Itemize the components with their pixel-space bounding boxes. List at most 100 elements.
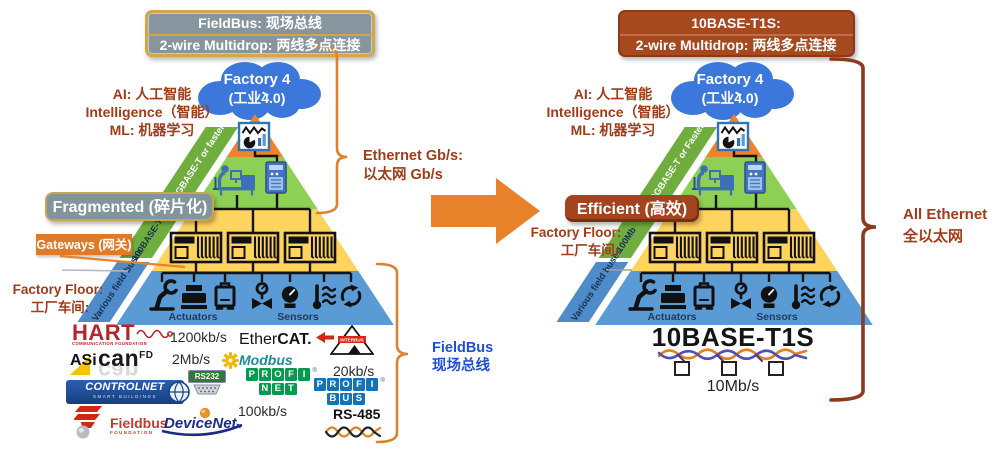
fragmented-box-label: Fragmented (碎片化): [53, 197, 208, 216]
t1s-node-2: [721, 361, 737, 376]
fieldbus-label-line1: FieldBus: [432, 340, 493, 356]
plc-rack-icon: [283, 231, 337, 264]
t1s-twisted-pair-wave: [657, 348, 808, 362]
devicenet-swoosh-icon: [161, 407, 243, 437]
layer-field: [595, 271, 873, 325]
plc-rack-icon: [705, 231, 759, 264]
letter-tile: O: [272, 368, 284, 381]
can-fd-logo: canFD can: [98, 347, 154, 385]
rs232-connector-icon: [193, 384, 221, 395]
letter-tile: N: [259, 382, 271, 395]
ethernet-brace: [315, 45, 348, 215]
letter-tile: P: [314, 378, 326, 391]
t1s-callout-line2: 2-wire Multidrop: 两线多点连接: [636, 37, 837, 53]
controlnet-globe-icon: [168, 381, 190, 403]
t1s-speed: 10Mb/s: [706, 378, 760, 395]
server-icon: [744, 161, 766, 194]
banner-green: [635, 127, 718, 202]
ethercat-arrow-icon: [316, 332, 335, 343]
ai-label-left-line2: Intelligence（智能）: [85, 104, 218, 120]
t1s-title: 10BASE-T1S: [651, 322, 815, 352]
gateways-box: [36, 234, 132, 255]
fieldbus-brace: [375, 262, 409, 444]
can-fd-logo-sup: FD: [139, 350, 154, 361]
gateways-box-label: Gateways (网关): [36, 237, 131, 252]
ai-label-right-line1: AI: 人工智能: [574, 86, 653, 102]
letter-tile: I: [366, 378, 378, 391]
plc-rack-icon: [226, 231, 280, 264]
t1s-callout-line1: 10BASE-T1S:: [691, 15, 780, 31]
letter-tile: S: [353, 392, 365, 405]
rs232-logo: RS232: [188, 370, 226, 396]
actuators-label: Actuators: [647, 311, 696, 323]
hart-logo-name: HART: [72, 320, 136, 345]
ai-label-left-line1: AI: 人工智能: [113, 86, 192, 102]
asi-logo: ASi: [64, 350, 100, 377]
banner-green: [156, 127, 239, 202]
fieldbus-callout-box: [145, 10, 375, 57]
ethercat-logo-post: CAT.: [277, 331, 312, 348]
efficient-box: [565, 195, 699, 222]
transition-arrow: [431, 178, 540, 244]
fieldbus-callout-line2: 2-wire Multidrop: 两线多点连接: [160, 37, 361, 53]
rs232-logo-label: RS232: [188, 370, 226, 383]
workstation-icon: [692, 165, 734, 196]
letter-tile: P: [246, 368, 258, 381]
registered-mark: ®: [380, 378, 385, 384]
all-ethernet-label-line2: 全以太网: [902, 227, 963, 245]
analytics-icon: [716, 121, 750, 152]
letter-tile: R: [327, 378, 339, 391]
field-device-icons: [149, 279, 362, 311]
server-icon: [265, 161, 287, 194]
registered-mark: ®: [312, 368, 317, 374]
cloud-right-line1: Factory 4: [697, 71, 764, 88]
banner-green-lower: [119, 221, 177, 258]
hart-logo-wave: [136, 329, 174, 339]
modbus-logo-label: Modbus: [239, 352, 293, 368]
cloud-right-line2: (工业4.0): [702, 90, 759, 106]
hart-logo-sub: COMMUNICATION FOUNDATION: [72, 341, 148, 346]
t1s-node-1: [674, 361, 690, 376]
plc-rack-icon: [169, 231, 223, 264]
ethernet-label-line2: 以太网 Gb/s: [363, 165, 443, 183]
all-ethernet-brace: [829, 57, 877, 402]
workstation-icon: [213, 165, 255, 196]
hart-logo: HART COMMUNICATION FOUNDATION: [72, 320, 174, 346]
controlnet-logo: CONTROLNET SMART BUILDINGS: [66, 380, 190, 404]
factory-floor-right-line1: Factory Floor:: [531, 225, 622, 240]
cloud-left-shape: [198, 62, 321, 120]
sensors-label: Sensors: [756, 311, 798, 323]
field-device-icons: [628, 279, 841, 311]
fieldbus-foundation-flag-icon: [74, 406, 102, 439]
interbus-logo: INTERBUS: [330, 325, 374, 355]
banner-blue: [556, 262, 629, 322]
factory-floor-left-line1: Factory Floor:: [13, 282, 104, 297]
banner-blue: [77, 262, 150, 322]
analytics-icon: [237, 121, 271, 152]
letter-tile: F: [285, 368, 297, 381]
fieldbus-callout-line1: FieldBus: 现场总线: [198, 15, 322, 31]
cloud-left: [190, 58, 326, 124]
gateways-pointer-line: [59, 254, 186, 269]
asi-triangle-icon: [70, 356, 90, 375]
twisted-pair-icon: [324, 424, 382, 440]
t1s-callout-box: [618, 10, 855, 57]
speed-2m: 2Mb/s: [172, 351, 211, 367]
layer-field: [116, 271, 394, 325]
cloud-right: [663, 58, 799, 124]
callout-divider: [620, 33, 853, 36]
modbus-gear-icon: [222, 352, 239, 369]
devicenet-logo: DeviceNet: [158, 407, 248, 439]
controlnet-logo-name: CONTROLNET: [85, 381, 165, 393]
ai-label-right-line3: ML: 机器学习: [571, 122, 656, 138]
